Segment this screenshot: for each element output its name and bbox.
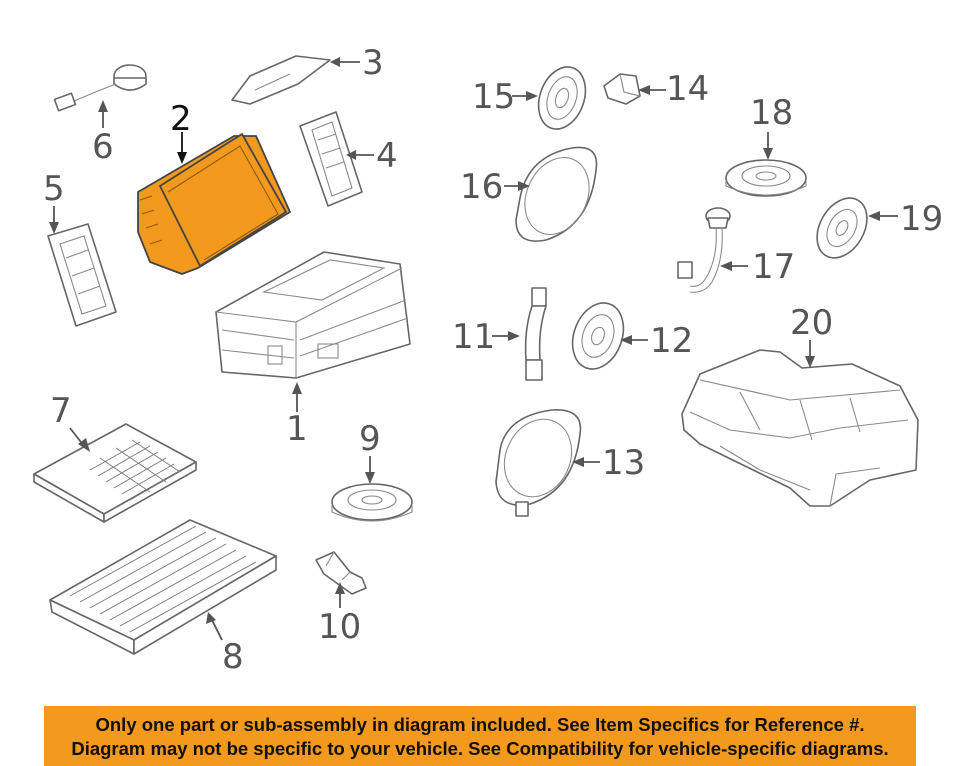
- part-16-speaker[interactable]: [513, 146, 601, 245]
- part-14-clip[interactable]: [603, 73, 641, 105]
- callout-10: 10: [318, 582, 361, 647]
- callout-13: 13: [572, 443, 645, 483]
- disclaimer-banner: Only one part or sub-assembly in diagram…: [44, 706, 916, 766]
- part-15-speaker[interactable]: [530, 60, 593, 135]
- svg-text:18: 18: [750, 93, 793, 133]
- svg-text:7: 7: [50, 391, 72, 431]
- callout-2: 2: [170, 99, 192, 164]
- part-1-head-unit[interactable]: [215, 251, 411, 379]
- callout-11: 11: [452, 317, 520, 357]
- callout-7: 7: [50, 391, 90, 452]
- part-19-speaker[interactable]: [807, 189, 877, 266]
- callout-12: 12: [620, 321, 693, 361]
- part-18-speaker[interactable]: [725, 159, 807, 197]
- svg-text:11: 11: [452, 317, 495, 357]
- callout-15: 15: [472, 77, 538, 117]
- callout-4: 4: [346, 136, 398, 176]
- svg-text:3: 3: [362, 43, 384, 83]
- svg-text:2: 2: [170, 99, 192, 139]
- callout-8: 8: [206, 612, 244, 677]
- svg-text:19: 19: [900, 199, 943, 239]
- part-17-cable[interactable]: [677, 207, 731, 293]
- svg-text:17: 17: [752, 247, 795, 287]
- disclaimer-line-1: Only one part or sub-assembly in diagram…: [95, 714, 865, 735]
- svg-text:13: 13: [602, 443, 645, 483]
- part-10-sensor[interactable]: [315, 551, 367, 595]
- svg-text:4: 4: [376, 136, 398, 176]
- amplifier-fins: [69, 525, 257, 633]
- parts-diagram: 6 3 2 4 5: [33, 43, 943, 677]
- svg-text:16: 16: [460, 167, 503, 207]
- svg-text:14: 14: [666, 69, 709, 109]
- callout-3: 3: [330, 43, 384, 83]
- svg-text:12: 12: [650, 321, 693, 361]
- callout-9: 9: [359, 419, 381, 484]
- svg-text:8: 8: [222, 637, 244, 677]
- callout-1: 1: [286, 382, 308, 449]
- part-20-tray[interactable]: [681, 349, 919, 507]
- svg-text:20: 20: [790, 303, 833, 343]
- part-8-amplifier[interactable]: [49, 519, 277, 655]
- svg-text:5: 5: [43, 169, 65, 209]
- callout-5: 5: [43, 169, 65, 234]
- disclaimer-line-2: Diagram may not be specific to your vehi…: [71, 738, 889, 759]
- part-13-speaker[interactable]: [492, 408, 584, 517]
- svg-text:10: 10: [318, 607, 361, 647]
- panel-hatching: [89, 439, 183, 501]
- part-2-display-module[interactable]: [137, 133, 291, 275]
- part-3-bracket[interactable]: [231, 55, 331, 105]
- callout-20: 20: [790, 303, 833, 368]
- callout-16: 16: [460, 167, 530, 207]
- svg-text:1: 1: [286, 409, 308, 449]
- part-5-module[interactable]: [47, 223, 117, 327]
- callout-17: 17: [720, 247, 795, 287]
- part-12-speaker[interactable]: [564, 296, 632, 376]
- svg-text:9: 9: [359, 419, 381, 459]
- callout-6: 6: [92, 100, 114, 167]
- part-11-bracket[interactable]: [524, 287, 547, 381]
- callout-19: 19: [868, 199, 943, 239]
- part-4-module[interactable]: [299, 111, 363, 207]
- part-7-panel[interactable]: [33, 423, 197, 523]
- svg-text:15: 15: [472, 77, 515, 117]
- callout-14: 14: [638, 69, 709, 109]
- callout-18: 18: [750, 93, 793, 160]
- part-9-speaker[interactable]: [331, 483, 413, 522]
- part-6-antenna-cable[interactable]: [53, 64, 147, 112]
- svg-text:6: 6: [92, 127, 114, 167]
